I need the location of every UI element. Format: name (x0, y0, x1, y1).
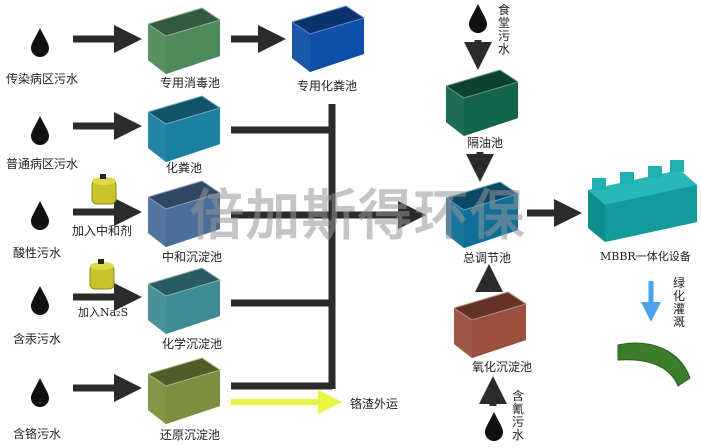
tank-label: 还原沉淀池 (160, 428, 221, 442)
chemical-drum-icon (89, 259, 115, 290)
tank-label: 中和沉淀池 (162, 250, 223, 264)
tank-label: 隔油池 (467, 136, 504, 150)
tank-disinfection (146, 4, 222, 76)
source-label: 普通病区污水 (6, 157, 79, 171)
tank-icon (147, 95, 222, 162)
tank-chemical-precipitation (146, 264, 222, 336)
tank-label: 氧化沉淀池 (472, 360, 533, 374)
tank-icon (147, 267, 222, 334)
tank-label: 总调节池 (463, 251, 512, 265)
tank-label: 化学沉淀池 (162, 337, 223, 351)
canteen-label: 食堂污水 (498, 3, 511, 56)
tank-oxidation-precipitation (452, 288, 528, 360)
tank-septic (146, 92, 222, 164)
tank-label: 化粪池 (166, 161, 203, 175)
tank-special-septic (290, 2, 366, 74)
source-label: 含铬污水 (13, 427, 62, 441)
tank-icon (147, 180, 222, 247)
tank-icon (445, 181, 520, 248)
tank-icon (147, 357, 222, 424)
tank-label: 专用化粪池 (297, 79, 358, 93)
mbbr-label: MBBR一体化设备 (600, 250, 691, 263)
source-label: 酸性污水 (13, 246, 62, 260)
chemical-drum-icon (91, 174, 117, 205)
slag-label: 铬渣外运 (350, 397, 399, 411)
cyanide-label: 含氰污水 (512, 389, 525, 442)
lawn-icon (617, 342, 691, 387)
source-label: 含汞污水 (13, 332, 62, 346)
water-drop-icons (31, 4, 503, 441)
tank-icon (453, 291, 528, 358)
mbbr-unit (588, 160, 697, 242)
reagent-label: 加入Na₂S (78, 306, 129, 319)
source-label: 传染病区污水 (6, 72, 79, 86)
tank-equalization (444, 178, 520, 250)
tank-icon (291, 5, 366, 72)
irrigation-label: 绿化灌溉 (673, 276, 686, 329)
tank-icon (445, 69, 520, 136)
tank-grease-trap (444, 66, 520, 138)
tank-label: 专用消毒池 (160, 76, 221, 90)
tank-reduction-precipitation (146, 354, 222, 426)
reagent-label: 加入中和剂 (72, 224, 133, 238)
tank-icon (147, 7, 222, 74)
tank-neutralization (146, 177, 222, 249)
